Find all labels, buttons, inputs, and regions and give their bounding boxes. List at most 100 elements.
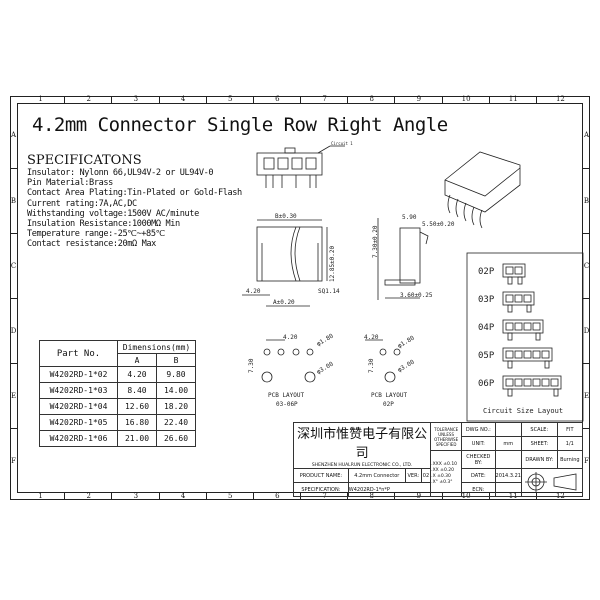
ecn-value <box>494 482 522 497</box>
circuit-size-label: 03P <box>478 295 495 305</box>
ruler-row-F: F <box>10 428 17 494</box>
tolerance: .X° ±0.3° <box>431 479 453 485</box>
pin-cavity <box>505 266 514 275</box>
spec-value: W4202RD-1*n*P <box>347 482 432 497</box>
side-width1: 5.90 <box>402 214 417 221</box>
circuit-size-label: 04P <box>478 323 495 333</box>
pin-cavity <box>505 294 514 303</box>
date-label: DATE: <box>461 468 496 483</box>
pin-cavity <box>505 322 514 331</box>
ruler-row-B: B <box>583 168 590 234</box>
side-height-dimension: 7.30±0.20 <box>372 225 379 258</box>
checked-label: CHECKED BY: <box>461 450 496 469</box>
peg <box>517 276 523 285</box>
pin-cavity <box>514 266 523 275</box>
peg <box>553 388 559 397</box>
sheet-label: SHEET: <box>520 436 558 451</box>
unit-label: UNIT: <box>461 436 496 451</box>
pcb2-d2: φ3.00 <box>397 358 416 373</box>
peg <box>507 388 513 397</box>
ruler-col-9: 9 <box>394 96 442 103</box>
projection-icon <box>524 471 577 492</box>
connector-3d-view <box>444 151 521 229</box>
peg <box>507 276 513 285</box>
unit-value: mm <box>494 436 522 451</box>
spec-line: Contact resistance:20mΩ Max <box>27 239 156 250</box>
ruler-row-D: D <box>10 298 17 364</box>
pcb1-label: PCB LAYOUT <box>268 392 305 399</box>
pin-cavity <box>532 350 541 359</box>
pin-cavity <box>541 350 550 359</box>
ruler-row-E: E <box>583 363 590 429</box>
pcb1-d1: φ1.80 <box>316 332 335 347</box>
peg <box>544 360 550 369</box>
spec-label: SPECIFICATION: <box>293 482 349 497</box>
drawn-label: DRAWN BY: <box>520 450 558 469</box>
ruler-col-2: 2 <box>64 493 112 500</box>
product-name-label: PRODUCT NAME: <box>293 468 349 483</box>
connector-outline-04P <box>502 319 544 334</box>
dwg-label: DWG NO.: <box>461 422 496 437</box>
connector-side-view: 7.30±0.20 5.90 5.50±0.20 3.60±0.25 <box>372 214 455 300</box>
sq-dimension: SQ1.14 <box>318 288 340 295</box>
ruler-col-12: 12 <box>535 96 584 103</box>
peg <box>507 304 513 313</box>
pin-cavity <box>523 294 532 303</box>
pin-cavity <box>505 378 514 387</box>
pin-cavity <box>514 350 523 359</box>
ruler-col-6: 6 <box>252 493 301 500</box>
spec-line: Current rating:7A,AC,DC <box>27 198 137 209</box>
ruler-row-C: C <box>583 233 590 299</box>
spec-line: Temperature range:-25℃~+85℃ <box>27 229 165 240</box>
a-dimension: A±0.20 <box>273 299 295 306</box>
pin-cavity <box>505 350 514 359</box>
pcb1-pitch: 4.20 <box>283 334 298 341</box>
side-width2: 5.50±0.20 <box>422 221 455 228</box>
dwg-value <box>494 422 522 437</box>
pin-cavity <box>514 322 523 331</box>
connector-outline-06P <box>502 375 562 390</box>
pin-cavity <box>550 378 559 387</box>
ruler-row-A: A <box>10 131 17 139</box>
ver-label: VER: <box>404 468 422 483</box>
pcb2-pitch: 4.20 <box>364 334 379 341</box>
ruler-col-10: 10 <box>441 96 490 103</box>
peg <box>507 360 513 369</box>
pin-cavity <box>523 378 532 387</box>
ruler-row-F: F <box>583 428 590 494</box>
pin-cavity <box>514 294 523 303</box>
ruler-col-7: 7 <box>300 96 348 103</box>
spec-line: Withstanding voltage:1500V AC/minute <box>27 208 199 219</box>
tolerance-note: TOLERANCE UNLESS OTHERWISE SPECIFIED <box>430 422 463 451</box>
circuit-size-label: 02P <box>478 267 495 277</box>
scale-value: FIT <box>556 422 584 437</box>
drawn-value: Burning <box>556 450 584 469</box>
connector-front-view: Circuit 1 <box>256 141 353 188</box>
ruler-col-1: 1 <box>38 95 43 103</box>
ruler-col-3: 3 <box>111 493 159 500</box>
tolerance: .XX ±0.20 <box>431 467 454 473</box>
scale-label: SCALE: <box>520 422 558 437</box>
pin-cavity <box>523 350 532 359</box>
company-name-en: SHENZHEN HUALRUN ELECTRONIC CO., LTD. <box>311 463 413 468</box>
height-dimension: 12.85±0.20 <box>329 245 336 282</box>
ruler-col-4: 4 <box>158 493 207 500</box>
pcb1-row: 7.30 <box>248 358 255 373</box>
pin-cavity <box>532 378 541 387</box>
ruler-row-D: D <box>583 298 590 364</box>
date-value: 2014.3.21 <box>494 468 522 483</box>
ruler-col-3: 3 <box>111 96 159 103</box>
pin-cavity <box>532 322 541 331</box>
page-title: 4.2mm Connector Single Row Right Angle <box>32 114 448 136</box>
ruler-row-B: B <box>10 168 17 234</box>
product-name-value: 4.2mm Connector <box>347 468 406 483</box>
circuit-size-label: 05P <box>478 351 495 361</box>
pcb-layout-02p: 4.20 7.30 φ1.80 φ3.00 PCB LAYOUT 02P <box>364 334 416 408</box>
spec-line: Insulation Resistance:1000MΩ Min <box>27 219 180 230</box>
specs-heading: SPECIFICATONS <box>27 153 142 168</box>
ruler-col-5: 5 <box>205 493 254 500</box>
ruler-col-11: 11 <box>488 96 537 103</box>
pin-cavity <box>523 322 532 331</box>
ruler-col-2: 2 <box>64 96 112 103</box>
